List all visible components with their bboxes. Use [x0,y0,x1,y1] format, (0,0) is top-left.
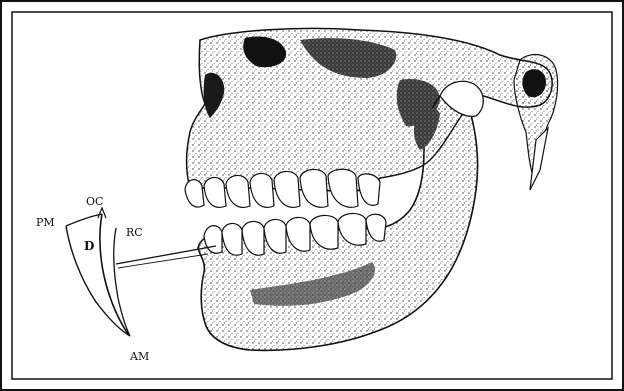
label-d: D [84,239,94,253]
label-oc: OC [86,195,103,208]
label-pm: PM [36,216,55,229]
label-rc: RC [126,226,143,239]
label-am: AM [129,350,149,363]
